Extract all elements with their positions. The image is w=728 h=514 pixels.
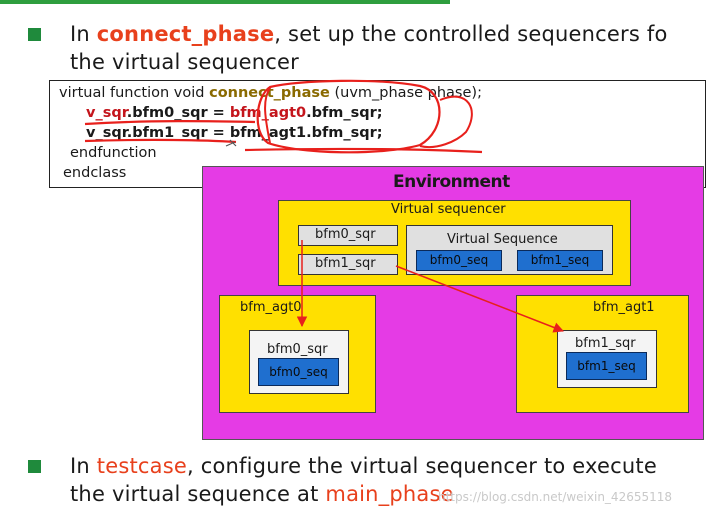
agt1-sqr-box: bfm1_sqr bfm1_seq (557, 330, 657, 388)
vseqr-bfm0-sqr-box: bfm0_sqr (298, 225, 398, 246)
bfm-agt1-title: bfm_agt1 (593, 300, 655, 315)
code-line-2: v_sqr.bfm0_sqr = bfm_agt0.bfm_sqr; (86, 105, 383, 121)
bullet-2-line-2: the virtual sequence at main_phase (70, 482, 454, 506)
agt0-sqr-box: bfm0_sqr bfm0_seq (249, 330, 349, 394)
bullet-2-line-1: In testcase, configure the virtual seque… (70, 454, 657, 478)
bullet-1-line-2: the virtual sequencer (70, 50, 299, 74)
agt0-seq: bfm0_seq (258, 358, 339, 386)
bullet-1-line-1: In connect_phase, set up the controlled … (70, 22, 668, 46)
environment-title: Environment (393, 172, 510, 192)
code-line-1: virtual function void connect_phase (uvm… (59, 85, 482, 101)
testcase-keyword: testcase (96, 454, 187, 478)
watermark: https://blog.csdn.net/weixin_42655118 (438, 490, 673, 504)
bullet-icon (28, 460, 41, 473)
virtual-sequence-title: Virtual Sequence (447, 232, 558, 247)
vseq-bfm1-seq: bfm1_seq (517, 250, 603, 271)
virtual-sequencer-box: Virtual sequencer bfm0_sqr bfm1_sqr Virt… (278, 200, 631, 286)
main-phase-keyword: main_phase (325, 482, 454, 506)
code-line-4: endfunction (70, 145, 157, 161)
title-underline (0, 0, 450, 4)
agt1-seq: bfm1_seq (566, 352, 647, 380)
virtual-sequence-box: Virtual Sequence bfm0_seq bfm1_seq (406, 225, 613, 275)
bfm-agt0-title: bfm_agt0 (240, 300, 302, 315)
code-line-5: endclass (63, 165, 127, 181)
vseqr-bfm1-sqr-box: bfm1_sqr (298, 254, 398, 275)
bfm-agt1-box: bfm_agt1 bfm1_sqr bfm1_seq (516, 295, 689, 413)
vseq-bfm0-seq: bfm0_seq (416, 250, 502, 271)
environment-box: Environment Virtual sequencer bfm0_sqr b… (202, 166, 704, 440)
virtual-sequencer-title: Virtual sequencer (391, 202, 506, 217)
bullet-icon (28, 28, 41, 41)
bfm-agt0-box: bfm_agt0 bfm0_sqr bfm0_seq (219, 295, 376, 413)
connect-phase-keyword: connect_phase (96, 22, 275, 46)
code-line-3: v_sqr.bfm1_sqr = bfm_agt1.bfm_sqr; (86, 125, 383, 141)
